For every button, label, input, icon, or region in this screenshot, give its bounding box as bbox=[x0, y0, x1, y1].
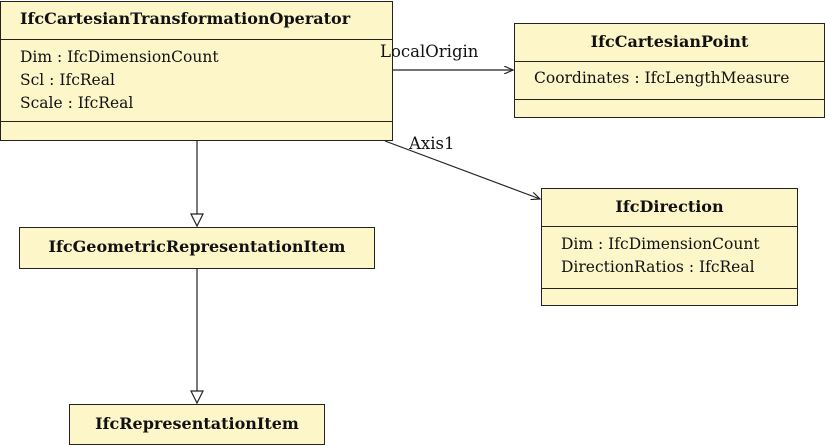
local-origin-label: LocalOrigin bbox=[380, 42, 479, 61]
axis1-label: Axis1 bbox=[409, 134, 455, 153]
class-name: IfcGeometricRepresentationItem bbox=[48, 237, 346, 256]
class-name: IfcRepresentationItem bbox=[95, 414, 299, 433]
attribute: Dim : IfcDimensionCount bbox=[20, 48, 219, 66]
class-operations bbox=[1, 121, 392, 140]
class-ifc-cartesian-point[interactable]: IfcCartesianPoint Coordinates : IfcLengt… bbox=[514, 23, 825, 118]
attribute: Coordinates : IfcLengthMeasure bbox=[534, 69, 790, 87]
class-name: IfcCartesianPoint bbox=[590, 32, 749, 51]
class-name: IfcDirection bbox=[615, 197, 724, 216]
inheritance-arrow-1 bbox=[190, 213, 204, 228]
class-attributes: Dim : IfcDimensionCount Scl : IfcReal Sc… bbox=[1, 39, 392, 121]
class-ifc-direction[interactable]: IfcDirection Dim : IfcDimensionCount Dir… bbox=[541, 188, 798, 306]
class-name: IfcCartesianTransformationOperator bbox=[20, 9, 351, 28]
attribute: Dim : IfcDimensionCount bbox=[561, 235, 760, 253]
class-ifc-geometric-representation-item[interactable]: IfcGeometricRepresentationItem bbox=[19, 227, 375, 269]
class-ifc-cartesian-transformation-operator[interactable]: IfcCartesianTransformationOperator Dim :… bbox=[0, 1, 393, 141]
class-operations bbox=[542, 288, 797, 305]
attribute: DirectionRatios : IfcReal bbox=[561, 258, 755, 276]
attribute: Scl : IfcReal bbox=[20, 71, 115, 89]
inheritance-arrow-2 bbox=[190, 390, 204, 405]
class-ifc-representation-item[interactable]: IfcRepresentationItem bbox=[69, 404, 325, 445]
class-attributes: Dim : IfcDimensionCount DirectionRatios … bbox=[542, 226, 797, 288]
class-operations bbox=[515, 99, 824, 117]
attribute: Scale : IfcReal bbox=[20, 94, 134, 112]
axis1-association-line bbox=[384, 140, 540, 199]
class-attributes: Coordinates : IfcLengthMeasure bbox=[515, 61, 824, 99]
